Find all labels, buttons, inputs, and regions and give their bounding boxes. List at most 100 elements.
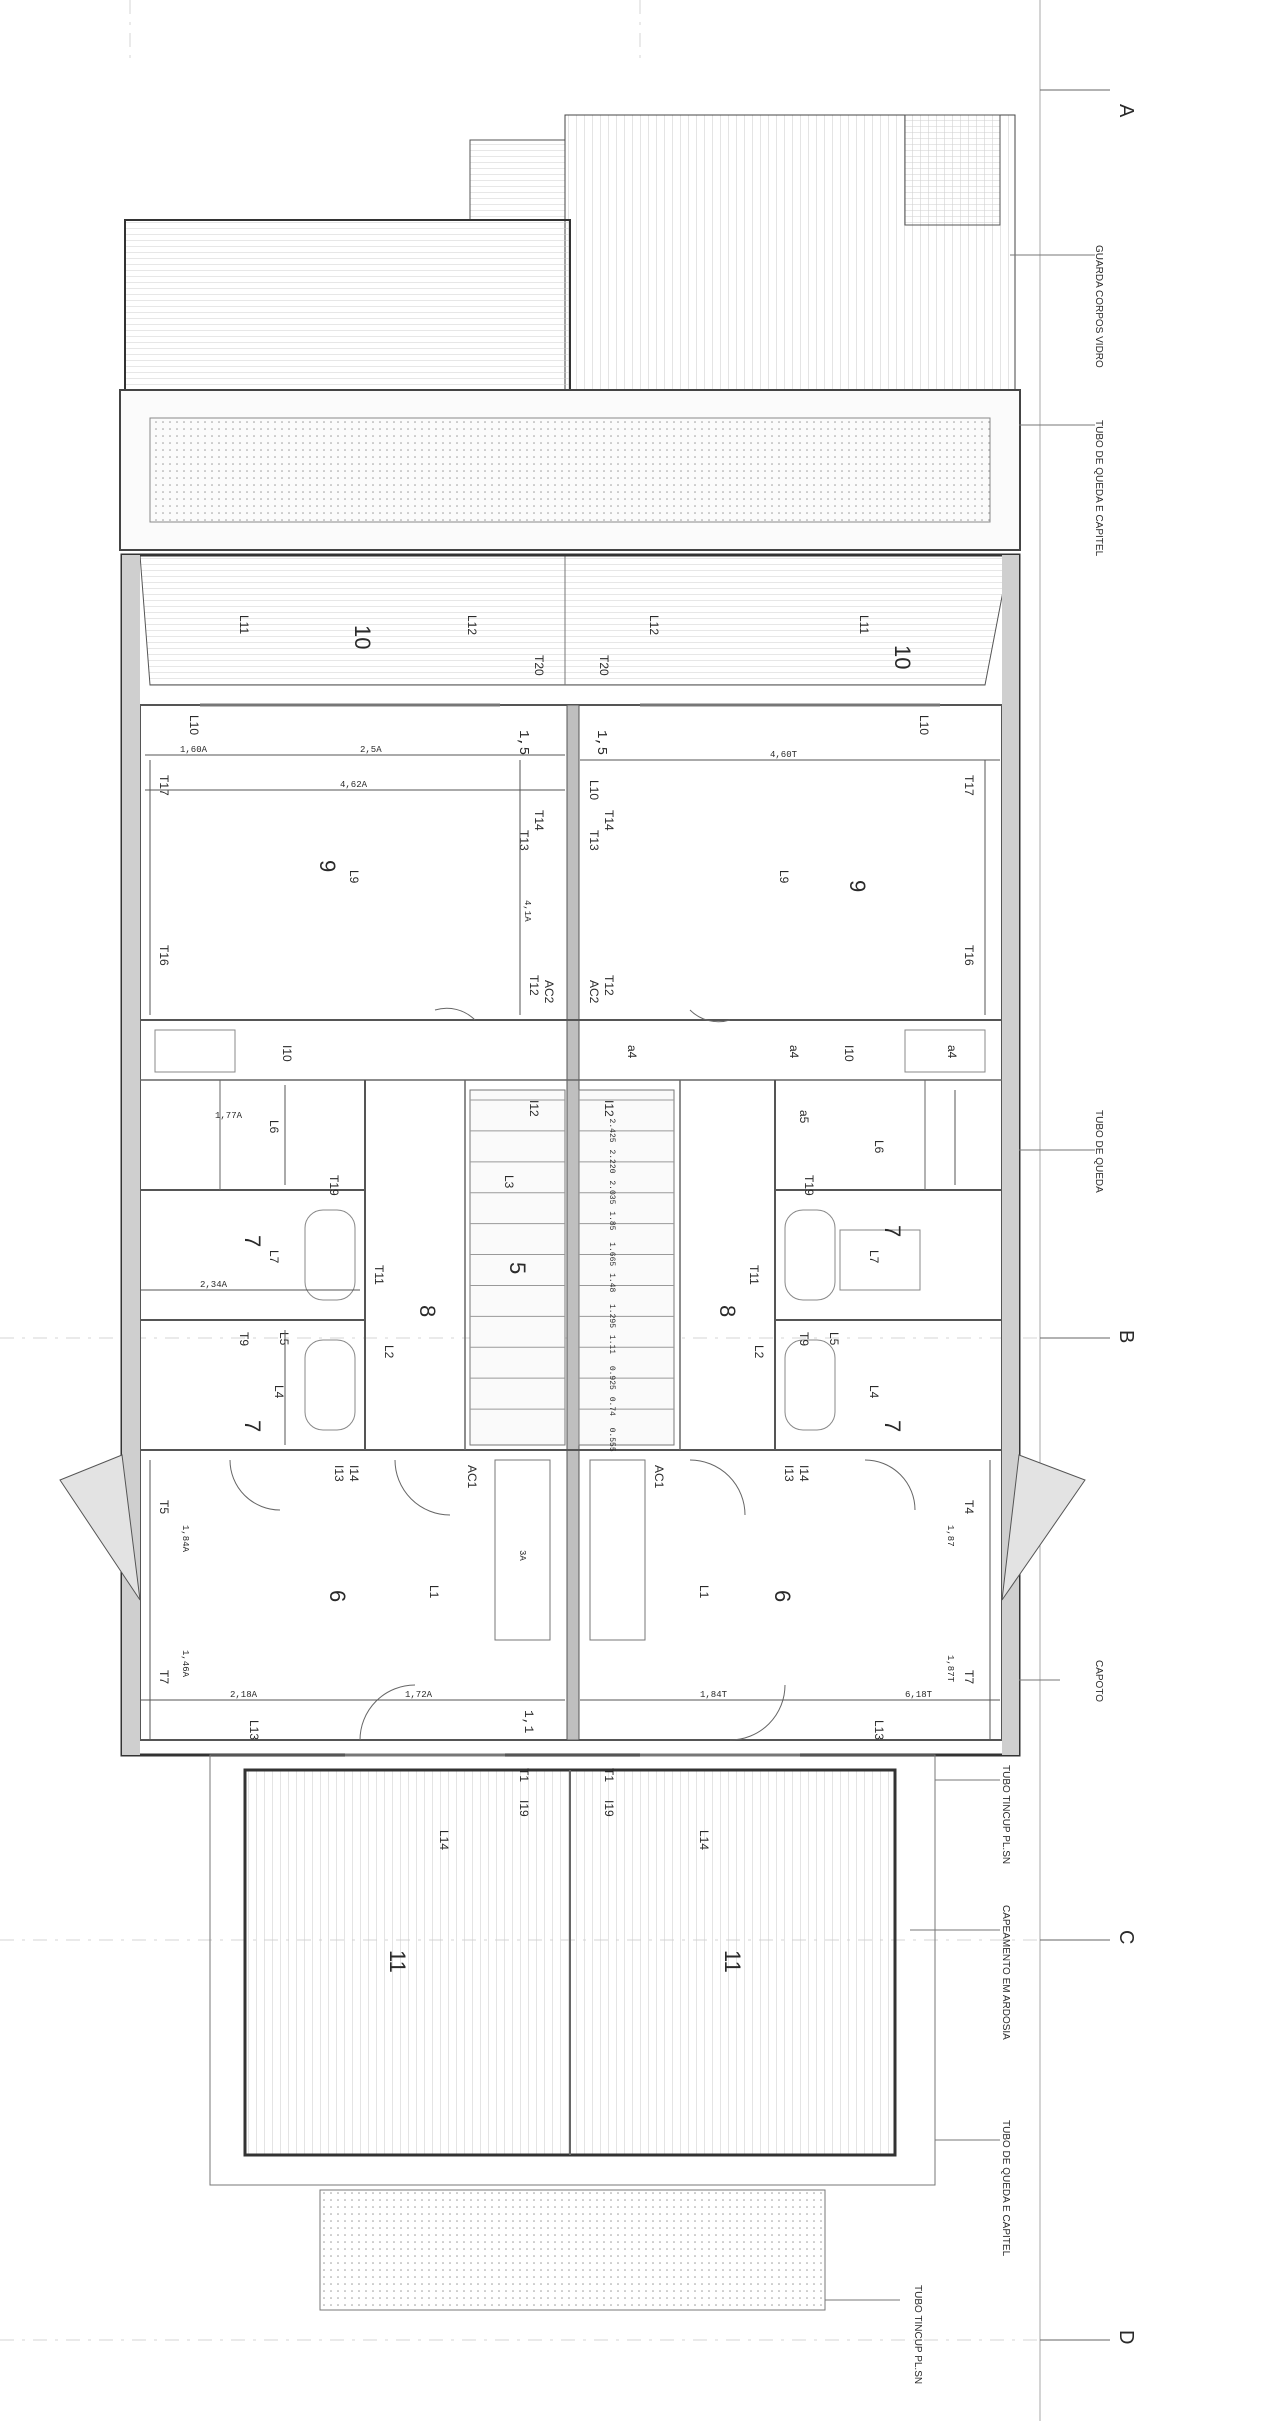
code-i12-b: I12 — [602, 1100, 616, 1117]
dim-1-60a: 1,60A — [180, 745, 208, 755]
code-l2-b: L2 — [752, 1345, 766, 1359]
code-l6-b: L6 — [872, 1140, 886, 1154]
code-t7-a: T7 — [157, 1670, 171, 1684]
room-number-10-left: 10 — [350, 625, 375, 649]
code-t11-a: T11 — [372, 1265, 386, 1285]
dimension-lines — [140, 754, 1000, 1740]
stair-elevation-label: 1.48 — [607, 1273, 616, 1292]
dim-1-5-a: 1,5 — [515, 730, 531, 755]
grid-axis-labels: A B C D — [1040, 89, 1137, 2344]
code-l11-a: L11 — [237, 615, 251, 634]
code-i19-a: I19 — [517, 1800, 531, 1817]
code-t11-b: T11 — [747, 1265, 761, 1285]
code-a4-c: a4 — [945, 1045, 959, 1059]
note-capoto: CAPOTO — [1093, 1660, 1104, 1702]
code-l9-a: L9 — [347, 870, 361, 884]
code-a4-b: a4 — [787, 1045, 801, 1059]
code-i13-b: I13 — [782, 1465, 796, 1482]
building-outline — [59, 553, 1086, 1757]
code-t17-a: T17 — [157, 775, 171, 796]
stair-elevation-label: 0.925 — [607, 1366, 616, 1390]
code-i13-a: I13 — [332, 1465, 346, 1482]
code-t19-a: T19 — [327, 1175, 341, 1196]
note-tubo-capitel-bottom: TUBO DE QUEDA E CAPITEL — [1000, 2120, 1011, 2257]
note-tubo-tincup-2: TUBO TINCUP PL.SN — [912, 2285, 923, 2384]
code-t14-a: T14 — [532, 810, 546, 831]
stair-elevation-label: 1.665 — [607, 1242, 616, 1266]
dim-1-87: 1,87 — [945, 1525, 955, 1547]
code-i14-a: I14 — [347, 1465, 361, 1482]
code-t1-a: T1 — [517, 1768, 531, 1782]
grid-label-c: C — [1115, 1930, 1137, 1944]
code-t13-a: T13 — [517, 830, 531, 851]
dim-1-77a: 1,77A — [215, 1111, 243, 1121]
dim-1-87t: 1,87T — [945, 1655, 955, 1683]
code-l4-b: L4 — [867, 1385, 881, 1399]
code-t12-b: T12 — [602, 975, 616, 996]
dim-1-72a: 1,72A — [405, 1690, 433, 1700]
dim-1-46a: 1,46A — [180, 1650, 190, 1678]
room-number-7-d: 7 — [880, 1420, 905, 1432]
code-t9-a: T9 — [237, 1332, 251, 1346]
code-t14-b: T14 — [602, 810, 616, 831]
code-a5: a5 — [797, 1110, 811, 1124]
stair-elevation-label: 1.295 — [607, 1304, 616, 1328]
grid-label-b: B — [1115, 1330, 1137, 1343]
room-number-6-left: 6 — [325, 1590, 350, 1602]
code-l12-b: L12 — [647, 615, 661, 635]
code-l13-b: L13 — [872, 1720, 886, 1740]
room-number-9-right: 9 — [845, 880, 870, 892]
code-i10-b: I10 — [842, 1045, 856, 1062]
bottom-terrace — [209, 1754, 936, 2311]
code-ac2-a: AC2 — [542, 980, 556, 1004]
code-l14-a: L14 — [437, 1830, 451, 1850]
dim-4-62a: 4,62A — [340, 780, 368, 790]
code-t17-b: T17 — [962, 775, 976, 796]
grid-label-d: D — [1115, 2330, 1137, 2344]
code-l2-a: L2 — [382, 1345, 396, 1359]
dim-4-1a: 4,1A — [522, 900, 532, 922]
code-i10-a: I10 — [280, 1045, 294, 1062]
stair-elevation-label: 2.220 — [607, 1149, 616, 1173]
room-number-11-left: 11 — [385, 1950, 410, 1973]
stair-elevation-label: 1.11 — [607, 1335, 616, 1354]
stair-elevation-label: 1.85 — [607, 1211, 616, 1230]
room-number-5: 5 — [505, 1262, 530, 1274]
room-number-6-right: 6 — [770, 1590, 795, 1602]
code-t16-a: T16 — [157, 945, 171, 966]
code-i12-a: I12 — [527, 1100, 541, 1117]
note-tubo-queda: TUBO DE QUEDA — [1093, 1110, 1104, 1193]
code-l10-a: L10 — [187, 715, 201, 735]
dim-1-84a: 1,84A — [180, 1525, 190, 1553]
code-t19-b: T19 — [802, 1175, 816, 1196]
code-t5: T5 — [157, 1500, 171, 1514]
stair-elevation-label: 0.555 — [607, 1428, 616, 1452]
dim-1-84t: 1,84T — [700, 1690, 728, 1700]
code-l1-a: L1 — [427, 1585, 441, 1599]
code-t12-a: T12 — [527, 975, 541, 996]
room-number-7-a: 7 — [240, 1235, 265, 1247]
code-l6-a: L6 — [267, 1120, 281, 1134]
code-t4: T4 — [962, 1500, 976, 1514]
code-i14-b: I14 — [797, 1465, 811, 1482]
code-t9-b: T9 — [797, 1332, 811, 1346]
dim-4-60t: 4,60T — [770, 750, 798, 760]
code-t16-b: T16 — [962, 945, 976, 966]
room-number-10-right: 10 — [890, 645, 915, 669]
stair-elevation-label: 2.425 — [607, 1119, 616, 1143]
dim-6-18t: 6,18T — [905, 1690, 933, 1700]
code-ac1-b: AC1 — [652, 1465, 666, 1489]
dim-3a: 3A — [517, 1550, 527, 1561]
stair-elevation-label: 0.74 — [607, 1397, 616, 1416]
stair-elevation-label: 2.035 — [607, 1180, 616, 1204]
code-a4-a: a4 — [625, 1045, 639, 1059]
code-l1-b: L1 — [697, 1585, 711, 1599]
note-tubo-tincup-1: TUBO TINCUP PL.SN — [1000, 1765, 1011, 1864]
code-l5-b: L5 — [827, 1332, 841, 1346]
code-l11-b: L11 — [857, 615, 871, 634]
code-l7-b: L7 — [867, 1250, 881, 1264]
code-l9-b: L9 — [777, 870, 791, 884]
dim-2-5a: 2,5A — [360, 745, 382, 755]
code-l7-a: L7 — [267, 1250, 281, 1264]
